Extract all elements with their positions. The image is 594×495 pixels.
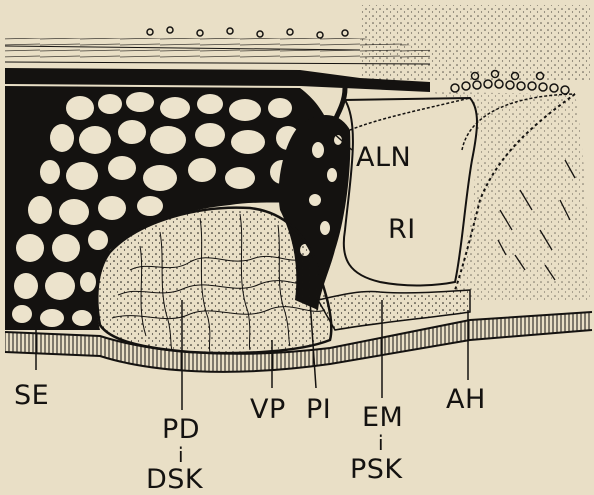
label-ah: AH [446, 384, 486, 415]
label-pi: PI [306, 394, 331, 425]
label-psk: PSK [350, 454, 403, 485]
label-vp: VP [250, 394, 286, 425]
label-em-connector: i [378, 431, 384, 455]
label-aln: ALN [356, 142, 411, 173]
label-ri: RI [388, 214, 416, 245]
label-dsk: DSK [146, 464, 204, 495]
label-pd: PD [162, 414, 200, 445]
label-se: SE [14, 380, 49, 411]
label-em: EM [362, 402, 403, 433]
